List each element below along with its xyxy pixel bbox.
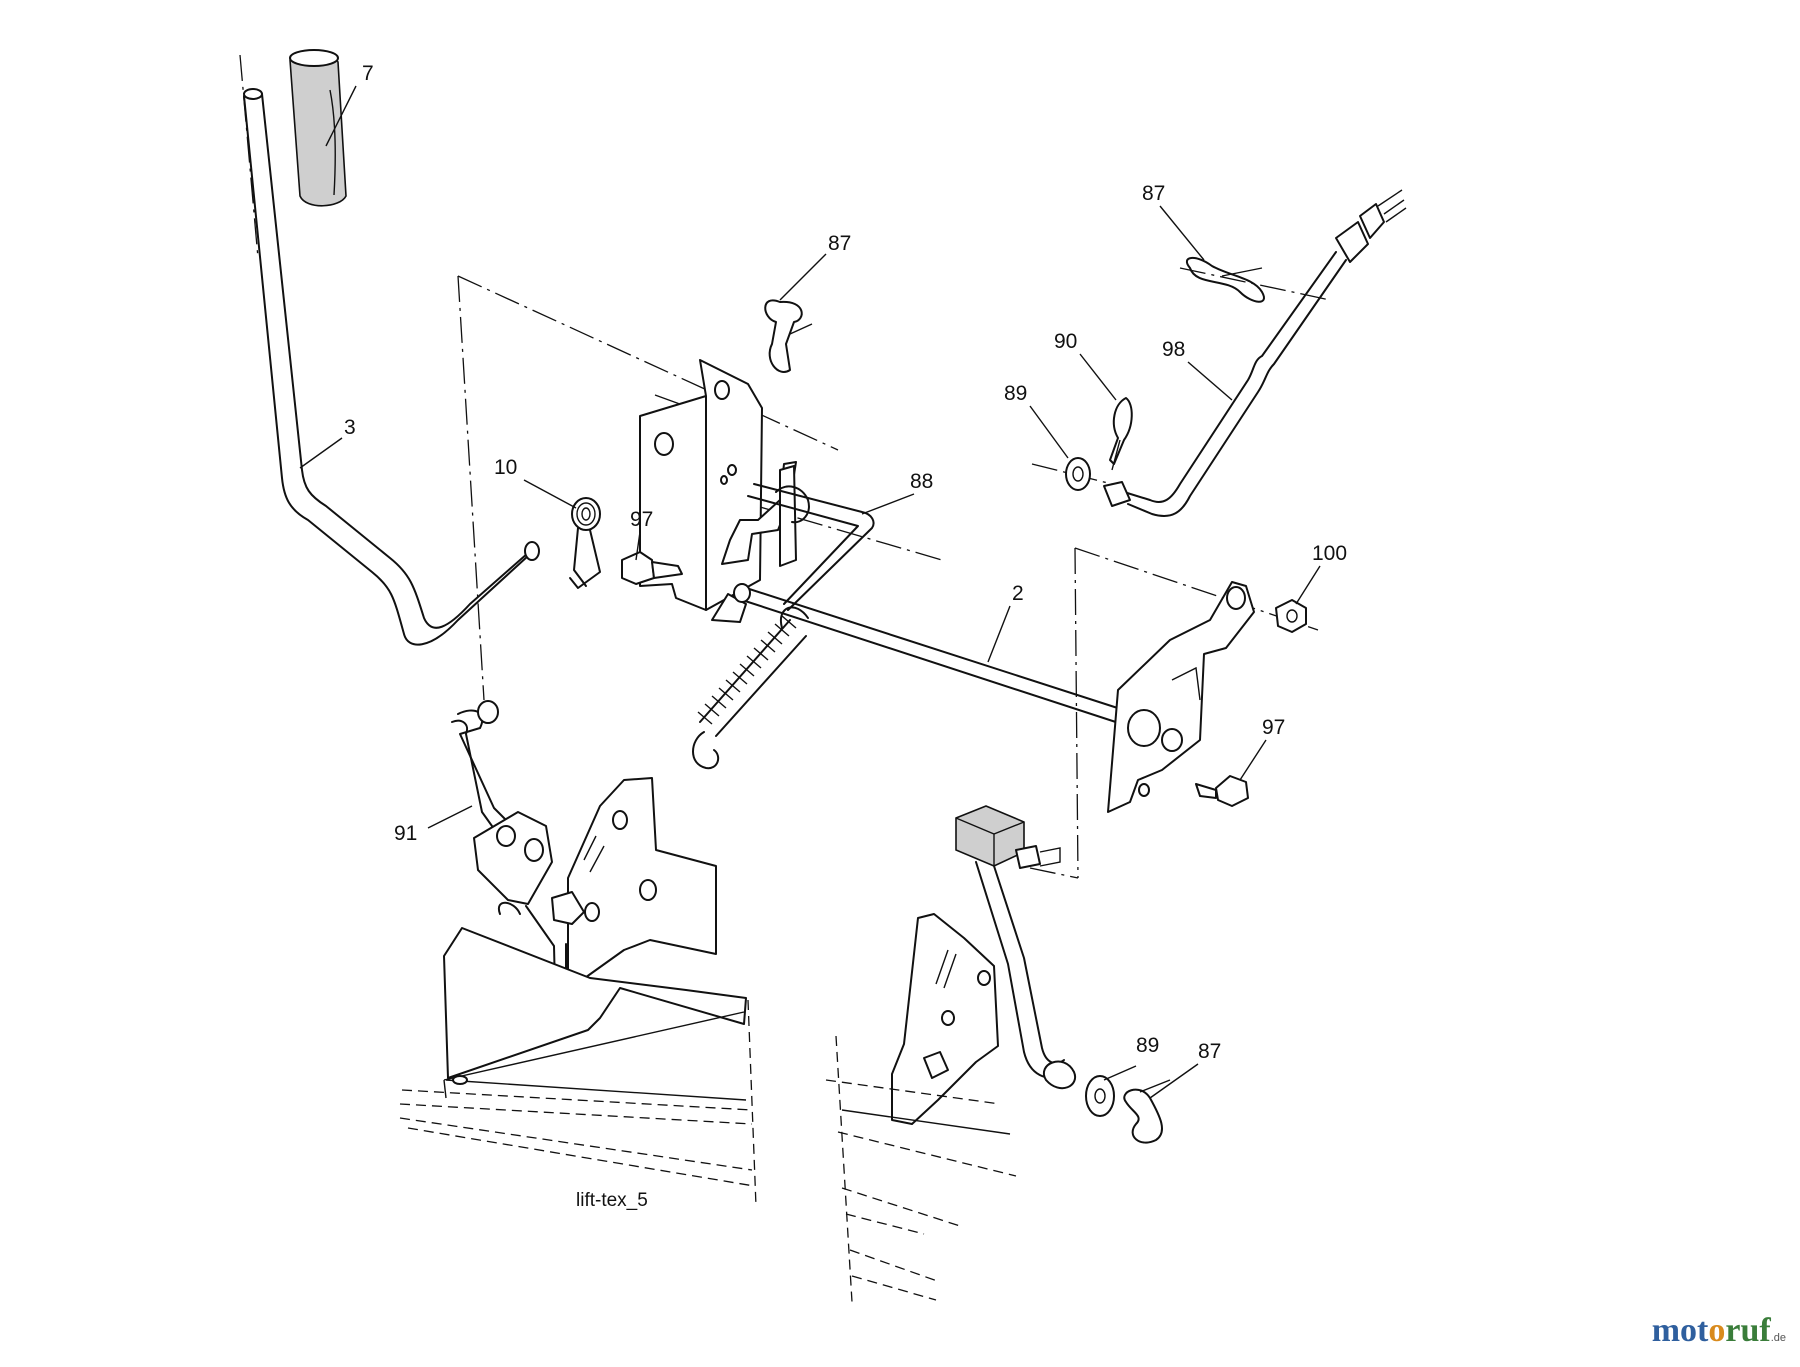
watermark-part-3: ruf bbox=[1725, 1312, 1771, 1349]
figure-caption: lift-tex_5 bbox=[576, 1190, 648, 1211]
watermark-tld: .de bbox=[1770, 1332, 1786, 1344]
callout-98: 98 bbox=[1162, 338, 1185, 361]
link-bracket bbox=[711, 461, 875, 623]
hairpin-clip-right bbox=[1185, 257, 1265, 303]
callout-3: 3 bbox=[344, 416, 356, 439]
callout-89-bottom: 89 bbox=[1136, 1034, 1159, 1057]
trunnion-block bbox=[955, 805, 1061, 869]
callout-97-right: 97 bbox=[1262, 716, 1285, 739]
callout-89-upper: 89 bbox=[1004, 382, 1027, 405]
deck-panel-left bbox=[399, 927, 757, 1207]
callout-7: 7 bbox=[362, 62, 374, 85]
hairpin-clip-lower bbox=[1123, 1079, 1171, 1144]
leader-lines bbox=[299, 85, 1321, 1099]
callout-88: 88 bbox=[910, 470, 933, 493]
deck-panel-right bbox=[825, 1035, 1017, 1303]
flat-washer-upper bbox=[1065, 457, 1091, 491]
watermark-part-1: mot bbox=[1651, 1312, 1709, 1349]
hairpin-clip-upper bbox=[764, 299, 813, 373]
callout-87-right: 87 bbox=[1142, 182, 1165, 205]
flat-washer-lower bbox=[1085, 1075, 1115, 1117]
callout-87-bottom: 87 bbox=[1198, 1040, 1221, 1063]
callout-2: 2 bbox=[1012, 582, 1024, 605]
right-lift-arm bbox=[1107, 581, 1255, 813]
left-deck-bracket bbox=[567, 777, 717, 991]
hex-nut bbox=[1275, 599, 1307, 633]
callout-10: 10 bbox=[494, 456, 517, 479]
callout-90: 90 bbox=[1054, 330, 1077, 353]
shoulder-bolt-left bbox=[621, 551, 683, 585]
adjustment-rod bbox=[1103, 189, 1407, 517]
watermark-logo: motoruf.de bbox=[1652, 1312, 1786, 1350]
shoulder-bolt-right bbox=[1195, 775, 1249, 807]
cross-shaft bbox=[733, 583, 1131, 727]
callout-100: 100 bbox=[1312, 542, 1347, 565]
watermark-part-2: o bbox=[1708, 1312, 1726, 1349]
callouts: 7 3 87 87 90 98 89 10 97 88 2 100 97 91 … bbox=[344, 62, 1347, 1063]
callout-87-upper: 87 bbox=[828, 232, 851, 255]
cotter-pin bbox=[1109, 397, 1133, 471]
torsion-spring bbox=[569, 497, 601, 589]
handle-grip bbox=[289, 49, 347, 207]
callout-97-left: 97 bbox=[630, 508, 653, 531]
lift-link-right bbox=[975, 861, 1077, 1090]
right-deck-bracket bbox=[891, 913, 999, 1125]
extension-spring bbox=[692, 606, 809, 770]
lift-handle-rod bbox=[243, 88, 540, 646]
lift-link-left bbox=[451, 700, 600, 1035]
callout-91: 91 bbox=[394, 822, 417, 845]
